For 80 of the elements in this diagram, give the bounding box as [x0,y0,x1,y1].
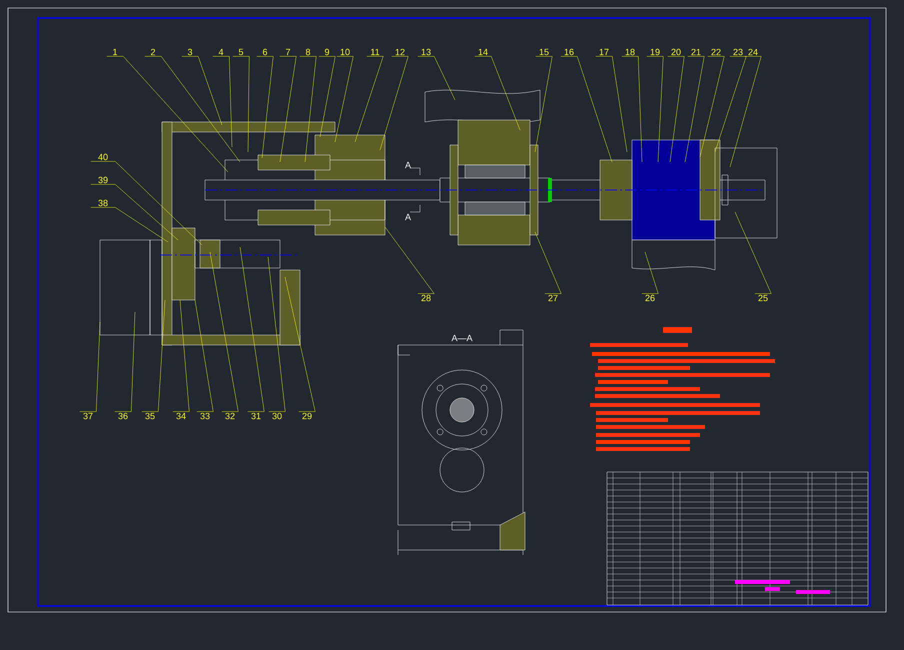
callout-number: 16 [564,48,574,56]
callout-number: 38 [98,200,108,206]
leader-line [384,226,434,294]
leader-line [212,56,232,148]
leader-line [646,56,664,162]
callout-number: 7 [286,48,290,56]
callout-number: 35 [145,412,155,420]
callout-number: 12 [396,48,405,56]
leader-line [730,56,762,168]
leader-line [668,56,684,162]
callout-number: 37 [83,412,93,420]
callout-number: 40 [98,154,108,160]
leader-line [144,56,240,162]
leader-line [534,232,562,294]
leader-line [534,56,552,152]
callout-number: 15 [540,48,549,56]
leader-line [284,276,316,412]
leader-line [106,56,228,172]
leader-line [622,56,642,162]
leader-line [300,56,316,162]
callout-number: 1 [113,48,118,56]
callout-number: 32 [225,412,235,420]
leader-line [90,161,202,246]
callout-number: 39 [98,176,108,184]
callout-number: 14 [478,48,488,56]
leader-line [194,300,214,412]
leader-line [318,56,336,138]
leader-line [172,300,190,412]
callout-number: 4 [218,48,224,56]
callout-number: 19 [650,48,660,56]
callout-number: 9 [324,48,330,56]
leader-line [354,56,384,142]
callout-number: 11 [371,48,380,56]
callout-number: 13 [422,48,431,56]
leader-line [714,56,746,152]
leader-line [114,312,136,412]
leader-line [240,246,264,412]
callout-number: 24 [748,48,758,56]
section-label: A—A [452,334,472,342]
leader-line [474,56,520,130]
leader-line [642,252,658,294]
leader-line [334,56,354,142]
leader-line [80,322,100,412]
callout-number: 5 [238,48,244,56]
leader-line [182,56,222,126]
leader-line [142,300,166,412]
callout-number: 20 [671,48,681,56]
leader-line [700,56,724,158]
callout-number: 10 [340,48,350,56]
leader-line [210,252,238,412]
leader-line [280,56,296,162]
leader-line [684,56,704,162]
section-label: A [405,214,411,220]
callout-number: 17 [600,48,609,56]
leader-line [560,56,612,162]
callout-number: 2 [150,48,156,56]
section-label: A [405,162,411,168]
callout-number: 21 [691,48,701,56]
callout-number: 33 [200,412,210,420]
leader-line [268,256,286,412]
callout-number: 23 [733,48,743,56]
callout-number: 8 [306,48,310,56]
callout-number: 18 [626,48,635,56]
leader-line [380,56,408,150]
assembly-drawing [100,90,778,346]
callout-number: 30 [272,412,282,420]
callout-number: 29 [302,412,312,420]
leader-line [734,212,772,294]
leader-line [232,56,250,152]
leader-line [90,207,168,242]
callout-number: 6 [262,48,268,56]
callout-number: 22 [711,48,721,56]
leader-line [90,184,178,240]
leader-line [418,56,456,100]
leader-line [596,56,628,152]
callout-number: 31 [251,412,261,420]
callout-number: 3 [188,48,192,56]
leader-line [256,56,274,158]
callout-number: 34 [176,412,186,420]
callout-number: 36 [118,412,128,420]
